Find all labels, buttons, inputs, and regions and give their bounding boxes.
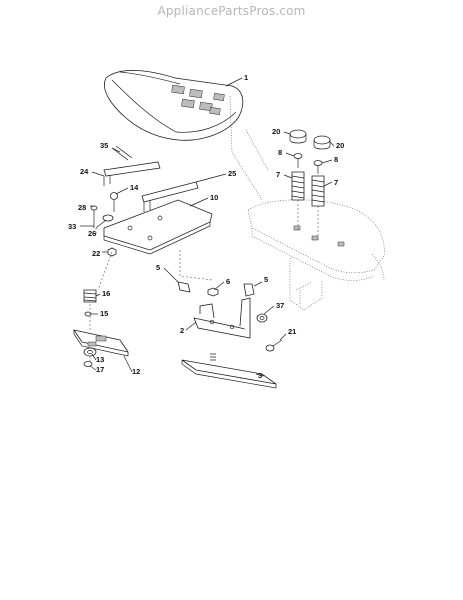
callout-labels: 1 35 24 25 14 28 10 33 26 22 20 20 8 8 7… xyxy=(68,73,344,380)
bolt-part[interactable] xyxy=(110,192,118,213)
spring-small-part[interactable] xyxy=(210,353,216,361)
callout-7-left: 7 xyxy=(276,170,280,179)
screw-part[interactable] xyxy=(90,205,98,228)
callout-37: 37 xyxy=(276,301,284,310)
seat-pan-part[interactable] xyxy=(103,199,213,255)
bracket-left-part[interactable] xyxy=(103,161,161,186)
washer-part[interactable] xyxy=(102,214,114,222)
callout-3: 3 xyxy=(258,371,262,380)
callout-2: 2 xyxy=(180,326,184,335)
callout-26: 26 xyxy=(88,229,96,238)
callout-10: 10 xyxy=(210,193,218,202)
clip-left-part[interactable] xyxy=(177,281,191,293)
pin-part[interactable] xyxy=(265,339,283,352)
slide-plate-part[interactable] xyxy=(73,329,129,357)
callout-25: 25 xyxy=(228,169,236,178)
callout-24: 24 xyxy=(80,167,89,176)
callout-8-left: 8 xyxy=(278,148,282,157)
bumper-right-part[interactable] xyxy=(313,135,331,150)
callout-14: 14 xyxy=(130,183,139,192)
callout-20-left: 20 xyxy=(272,127,280,136)
callout-35: 35 xyxy=(100,141,108,150)
callout-1: 1 xyxy=(244,73,248,82)
fender-part[interactable] xyxy=(247,199,385,311)
callout-13: 13 xyxy=(96,355,104,364)
spring-left-part[interactable] xyxy=(291,171,305,201)
callout-33: 33 xyxy=(68,222,76,231)
cap-right-part[interactable] xyxy=(313,160,323,175)
bracket-right-part[interactable] xyxy=(141,181,199,212)
callout-22: 22 xyxy=(92,249,100,258)
callout-5-right: 5 xyxy=(264,275,268,284)
clip-right-part[interactable] xyxy=(243,283,255,297)
leader-lines xyxy=(80,77,335,377)
spring-lower-part[interactable] xyxy=(83,289,97,303)
plate-part[interactable] xyxy=(181,359,277,389)
callout-7-right: 7 xyxy=(334,178,338,187)
callout-12: 12 xyxy=(132,367,140,376)
callout-17: 17 xyxy=(96,365,104,374)
callout-8-right: 8 xyxy=(334,155,338,164)
pivot-bracket-part[interactable] xyxy=(193,297,251,339)
callout-15: 15 xyxy=(100,309,108,318)
washer-lower-part[interactable] xyxy=(83,347,97,357)
callout-20-right: 20 xyxy=(336,141,344,150)
watermark: AppliancePartsPros.com xyxy=(157,4,306,18)
seat-part[interactable] xyxy=(104,70,244,141)
callout-28: 28 xyxy=(78,203,86,212)
callout-5-left: 5 xyxy=(156,263,160,272)
bushing-part[interactable] xyxy=(256,313,268,323)
cap-left-part[interactable] xyxy=(293,153,303,169)
bolt-lower-part[interactable] xyxy=(83,361,93,367)
knob-part[interactable] xyxy=(207,287,219,297)
callout-16: 16 xyxy=(102,289,110,298)
spring-right-part[interactable] xyxy=(311,175,325,207)
bumper-left-part[interactable] xyxy=(289,129,307,144)
callout-21: 21 xyxy=(288,327,296,336)
rod-part[interactable] xyxy=(111,145,133,161)
callout-6: 6 xyxy=(226,277,230,286)
